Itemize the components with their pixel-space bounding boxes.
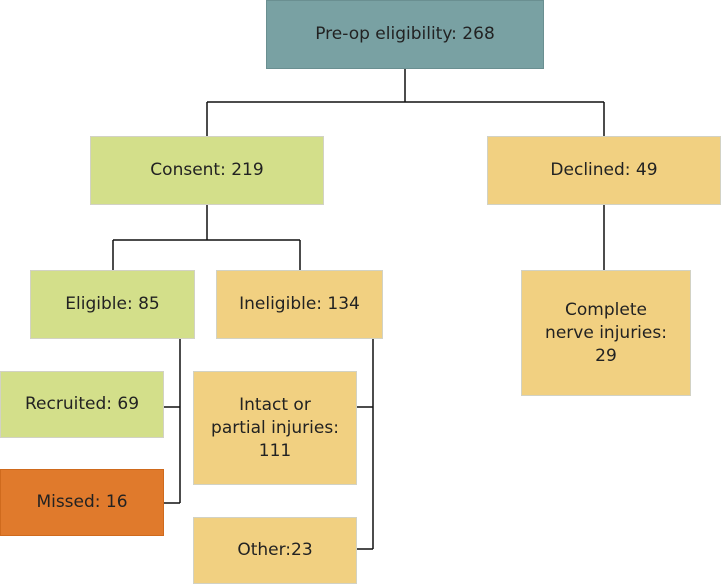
- node-label-line-2: nerve injuries:: [545, 322, 667, 343]
- node-label-line-3: 29: [595, 345, 617, 366]
- node-consent: Consent: 219: [90, 136, 324, 205]
- node-complete-nerve-injuries: Complete nerve injuries: 29: [521, 270, 691, 396]
- node-label: Recruited: 69: [24, 394, 140, 414]
- node-ineligible: Ineligible: 134: [216, 270, 383, 339]
- node-declined: Declined: 49: [487, 136, 721, 205]
- node-label-line-1: Complete: [565, 299, 647, 320]
- node-intact-or-partial-injuries: Intact or partial injuries: 111: [193, 371, 357, 485]
- node-label: Ineligible: 134: [239, 294, 360, 314]
- node-label-group: Complete nerve injuries: 29: [545, 299, 667, 368]
- node-missed: Missed: 16: [0, 469, 164, 536]
- node-label: Eligible: 85: [65, 294, 160, 314]
- node-pre-op-eligibility: Pre-op eligibility: 268: [266, 0, 544, 69]
- node-label: Missed: 16: [36, 492, 128, 512]
- node-label-line-1: Intact or: [239, 394, 311, 415]
- node-label: Pre-op eligibility: 268: [315, 24, 495, 44]
- connector-eligible-children: [164, 339, 181, 504]
- connector-consent-children: [112, 205, 301, 270]
- node-label-group: Intact or partial injuries: 111: [211, 394, 339, 463]
- node-eligible: Eligible: 85: [30, 270, 195, 339]
- node-label: Consent: 219: [150, 160, 264, 180]
- node-label-line-2: partial injuries:: [211, 417, 339, 438]
- connector-root-children: [206, 69, 605, 136]
- node-recruited: Recruited: 69: [0, 371, 164, 438]
- node-other: Other:23: [193, 517, 357, 584]
- node-label: Other:23: [237, 540, 313, 560]
- connector-ineligible-children: [357, 339, 374, 550]
- node-label: Declined: 49: [550, 160, 658, 180]
- node-label-line-3: 111: [258, 440, 292, 461]
